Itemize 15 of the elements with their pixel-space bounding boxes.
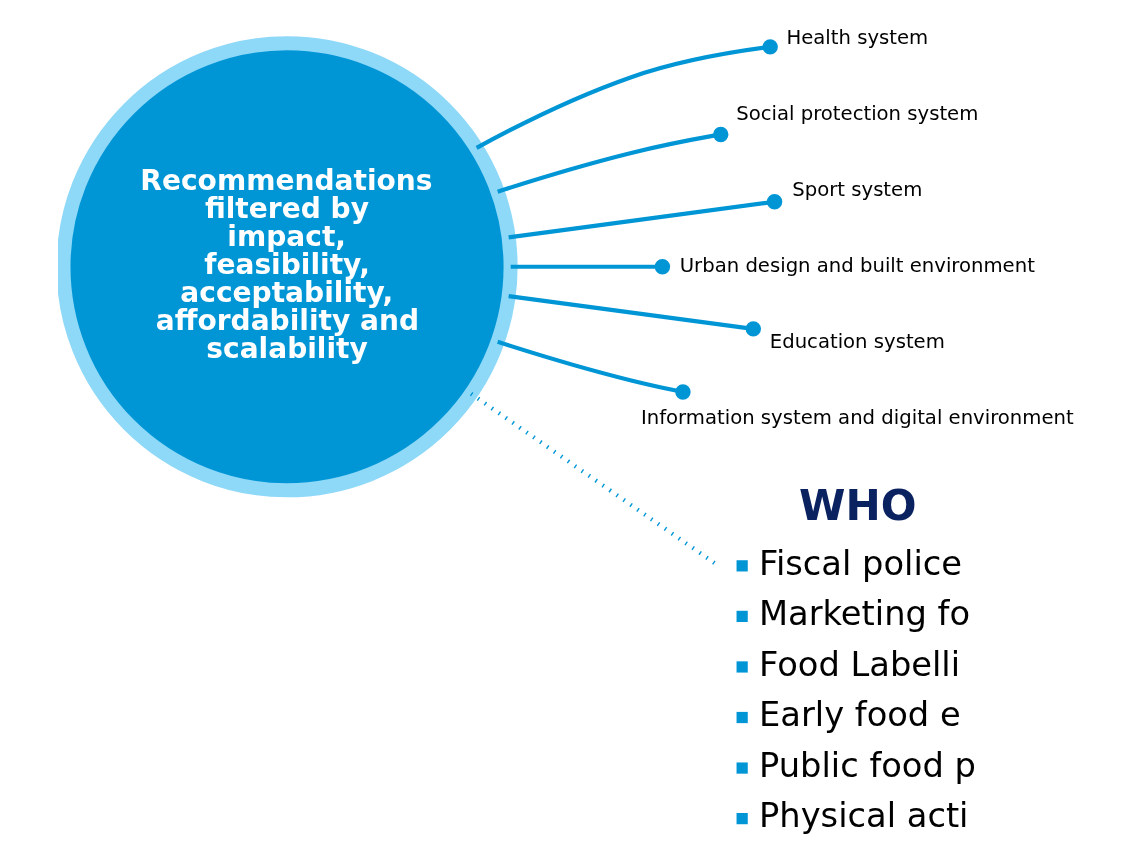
node-text: Urban design and built environment [679,253,1035,277]
node-text: Sport system [791,178,922,202]
connector [475,39,778,150]
connector [496,339,691,400]
connector [496,126,728,194]
connector [507,194,782,240]
node-text: WHO Fiscal police Marketing fo Food Labelli Early food e Public food p Physical acti [758,480,976,836]
node-text: Education system [769,329,945,353]
connector [510,259,670,275]
node-text: Information system and digital environment [640,405,1074,429]
node-text: Social protection system [735,102,978,126]
node-text: Health system [785,26,928,50]
connector [507,294,761,337]
node-circle: Recommendations filtered by impact, feasibility, acceptability, affordability and scalability [57,36,518,498]
connector [469,392,717,566]
